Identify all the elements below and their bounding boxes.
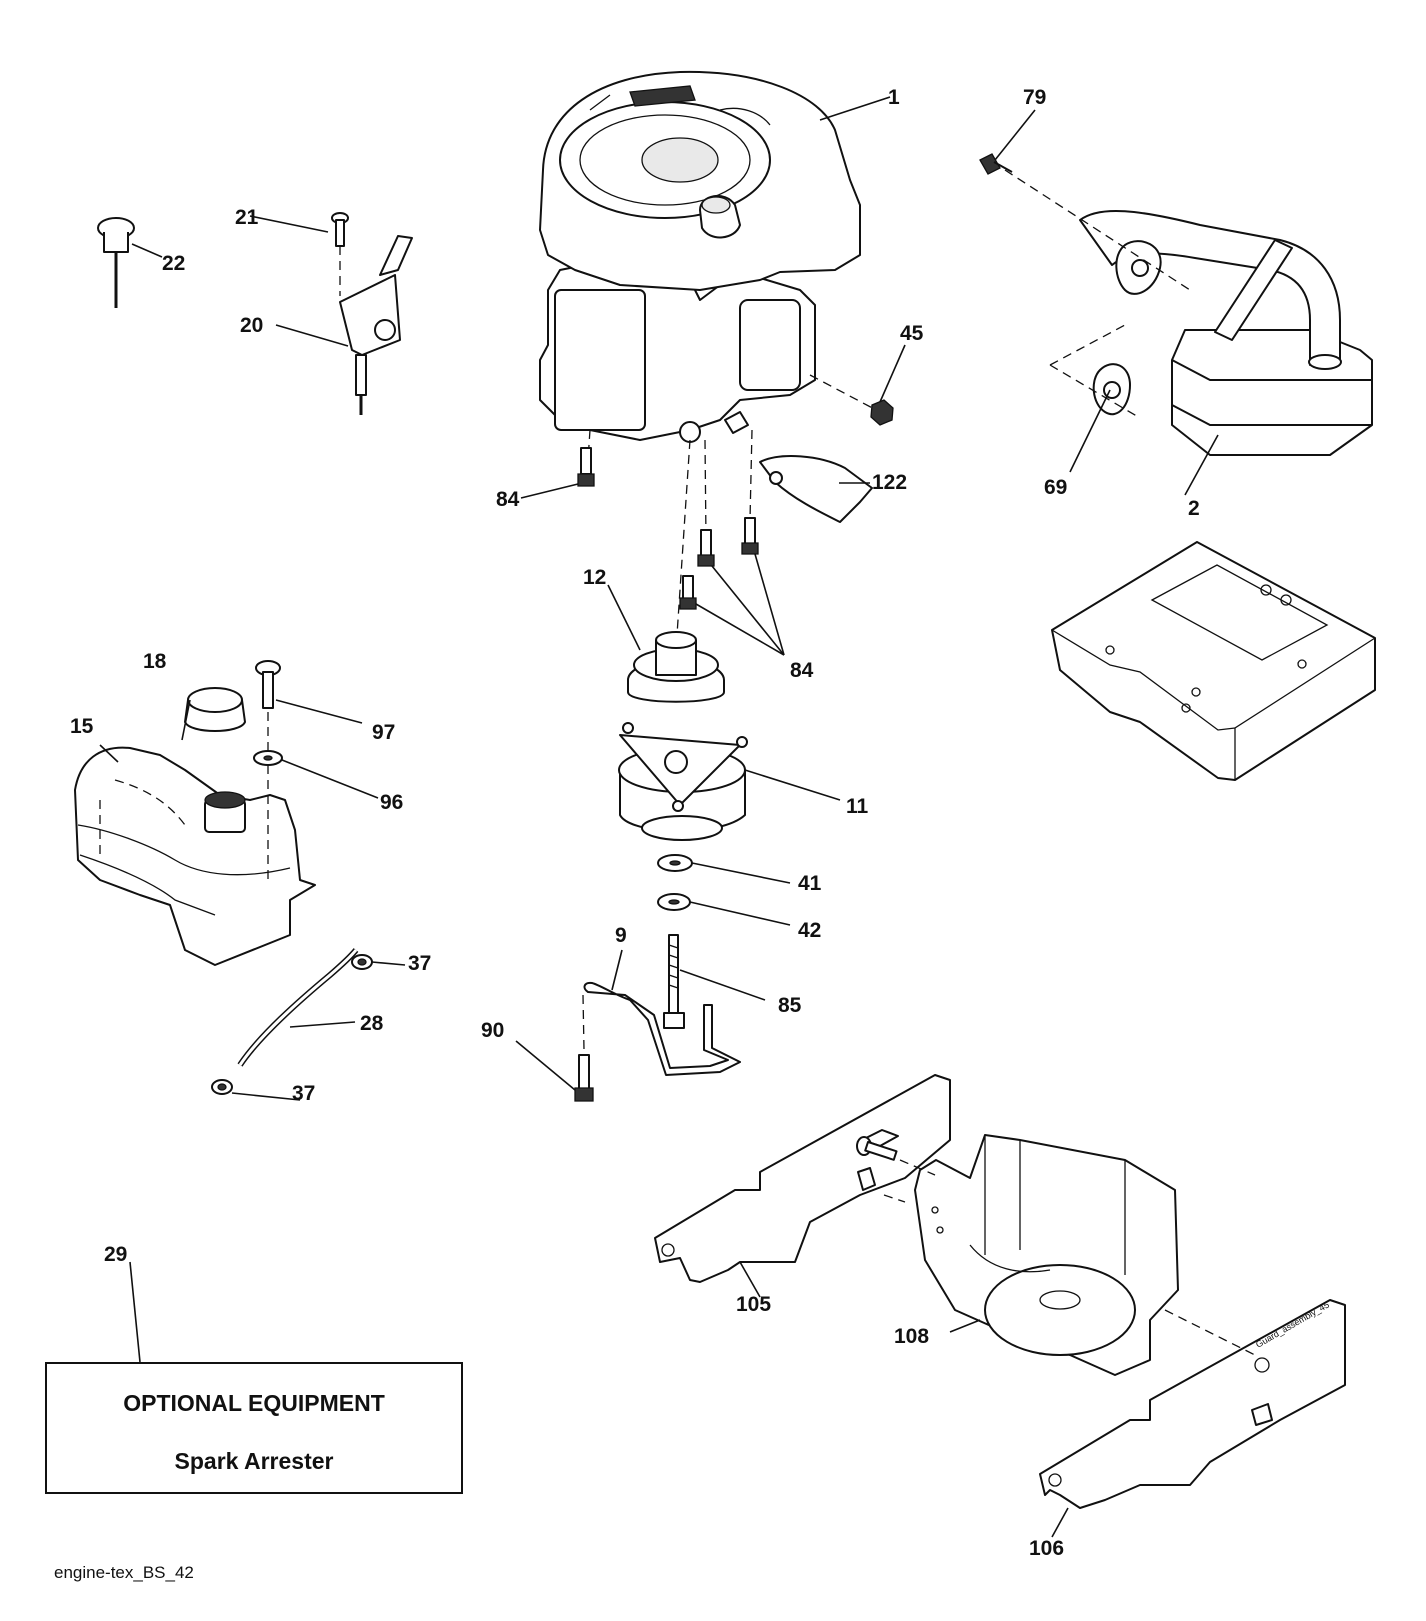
callout-85: 85 <box>778 994 802 1017</box>
callout-105: 105 <box>736 1293 771 1316</box>
callout-106: 106 <box>1029 1537 1064 1560</box>
fuel-line-part-28 <box>237 948 359 1067</box>
bolt-part-84-left <box>577 447 595 487</box>
callout-37-bottom: 37 <box>292 1082 315 1105</box>
bolt-guard <box>856 1136 898 1161</box>
fuel-tank-part-15 <box>74 746 316 966</box>
nut-part-45 <box>870 399 894 426</box>
callout-15: 15 <box>70 715 94 738</box>
washer-part-41 <box>657 854 693 872</box>
callout-18: 18 <box>143 650 167 673</box>
pulley-part-12 <box>627 631 725 703</box>
callout-84-right: 84 <box>790 659 814 682</box>
bolt-part-84-b <box>741 517 759 555</box>
bracket-part-105 <box>654 1074 951 1283</box>
callout-11: 11 <box>846 795 869 818</box>
callout-28: 28 <box>360 1012 384 1035</box>
engine-mount-plate <box>1051 541 1376 781</box>
bolt-part-84-c <box>679 575 697 610</box>
screw-part-97 <box>255 660 281 709</box>
bolt-part-84-a <box>697 529 715 567</box>
callout-69: 69 <box>1044 476 1067 499</box>
callout-9: 9 <box>615 924 627 947</box>
clamp-part-37-bottom <box>211 1079 233 1095</box>
callout-37-top: 37 <box>408 952 431 975</box>
drawing-reference: engine-tex_BS_42 <box>54 1563 194 1582</box>
knob-part-22 <box>97 217 135 308</box>
callout-122: 122 <box>872 471 907 494</box>
bolt-part-85 <box>663 934 685 1029</box>
engine-part-1 <box>539 70 861 443</box>
callout-97: 97 <box>372 721 395 744</box>
clutch-part-11 <box>618 722 748 841</box>
screw-part-79 <box>979 153 1013 175</box>
muffler-part-2 <box>1079 209 1373 456</box>
screw-part-21 <box>331 212 349 247</box>
callout-2: 2 <box>1188 497 1200 520</box>
optional-equipment-title: OPTIONAL EQUIPMENT <box>123 1390 385 1416</box>
throttle-control-part-20 <box>339 235 413 415</box>
callout-45: 45 <box>900 322 924 345</box>
callout-20: 20 <box>240 314 263 337</box>
deflector-part-122 <box>759 455 873 523</box>
callout-12: 12 <box>583 566 606 589</box>
callout-42: 42 <box>798 919 821 942</box>
callout-96: 96 <box>380 791 403 814</box>
callout-41: 41 <box>798 872 822 895</box>
gasket-part-69 <box>1092 363 1131 415</box>
callout-84-left: 84 <box>496 488 520 511</box>
callout-22: 22 <box>162 252 185 275</box>
washer-part-96 <box>253 750 283 766</box>
bolt-part-90 <box>574 1054 594 1102</box>
washer-part-42 <box>657 893 691 911</box>
callout-21: 21 <box>235 206 259 229</box>
callout-90: 90 <box>481 1019 504 1042</box>
callout-1: 1 <box>888 86 900 109</box>
optional-equipment-box: OPTIONAL EQUIPMENT Spark Arrester <box>45 1362 463 1494</box>
callout-29: 29 <box>104 1243 127 1266</box>
callout-79: 79 <box>1023 86 1046 109</box>
fuel-cap-part-18 <box>184 687 246 732</box>
optional-equipment-item: Spark Arrester <box>174 1448 334 1474</box>
bracket-part-9 <box>583 981 741 1076</box>
clamp-part-37-top <box>351 954 373 970</box>
callout-108: 108 <box>894 1325 929 1348</box>
guard-part-108 <box>914 1134 1179 1376</box>
